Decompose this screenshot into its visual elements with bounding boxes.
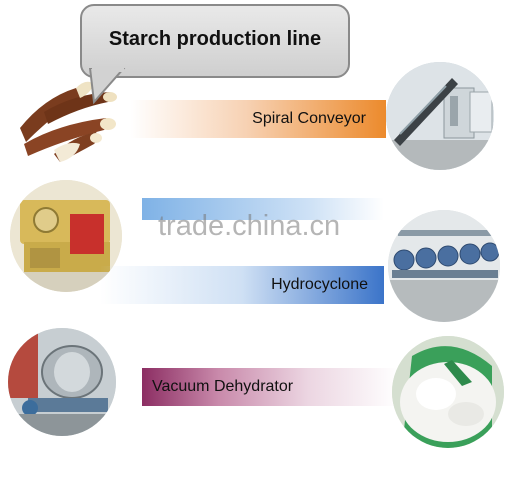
step-label: Spiral Conveyor	[252, 110, 366, 127]
watermark-text: trade.china.cn	[158, 210, 341, 242]
page-title: Starch production line	[108, 28, 322, 50]
bubble-tail	[88, 68, 126, 104]
starch-powder-photo	[392, 336, 504, 448]
step-label: Vacuum Dehydrator	[152, 378, 294, 395]
vacuum-dehydrator-photo	[8, 328, 116, 436]
starch-powder-icon	[392, 336, 504, 448]
step-spiral-conveyor-bar: Spiral Conveyor	[130, 100, 386, 138]
step-hydrocyclone-bar: Hydrocyclone	[100, 266, 384, 304]
conveyor-machine-icon	[386, 62, 494, 170]
hammer-mill-icon	[10, 180, 122, 292]
step-blue-band	[142, 198, 384, 220]
spiral-conveyor-photo	[386, 62, 494, 170]
step-label: Hydrocyclone	[271, 276, 368, 293]
step-vacuum-dehydrator-bar: Vacuum Dehydrator	[142, 368, 398, 406]
hydrocyclone-photo	[388, 210, 500, 322]
title-bubble	[80, 4, 350, 78]
hydrocyclone-icon	[388, 210, 500, 322]
vacuum-drum-icon	[8, 328, 116, 436]
